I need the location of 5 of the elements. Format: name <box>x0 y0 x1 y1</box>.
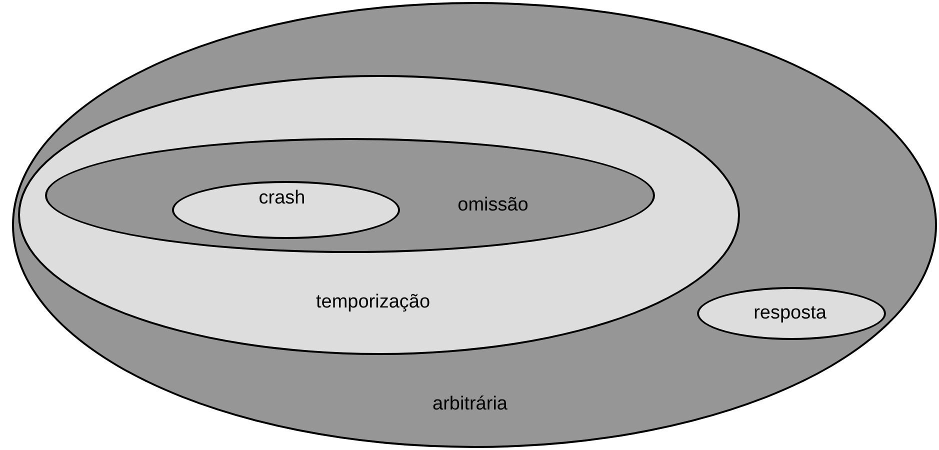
set-label: omissão <box>458 194 528 218</box>
set-label: resposta <box>754 302 826 326</box>
set-label: crash <box>258 188 306 210</box>
set-label: temporização <box>316 292 430 314</box>
set-label: arbitrária <box>432 394 508 416</box>
